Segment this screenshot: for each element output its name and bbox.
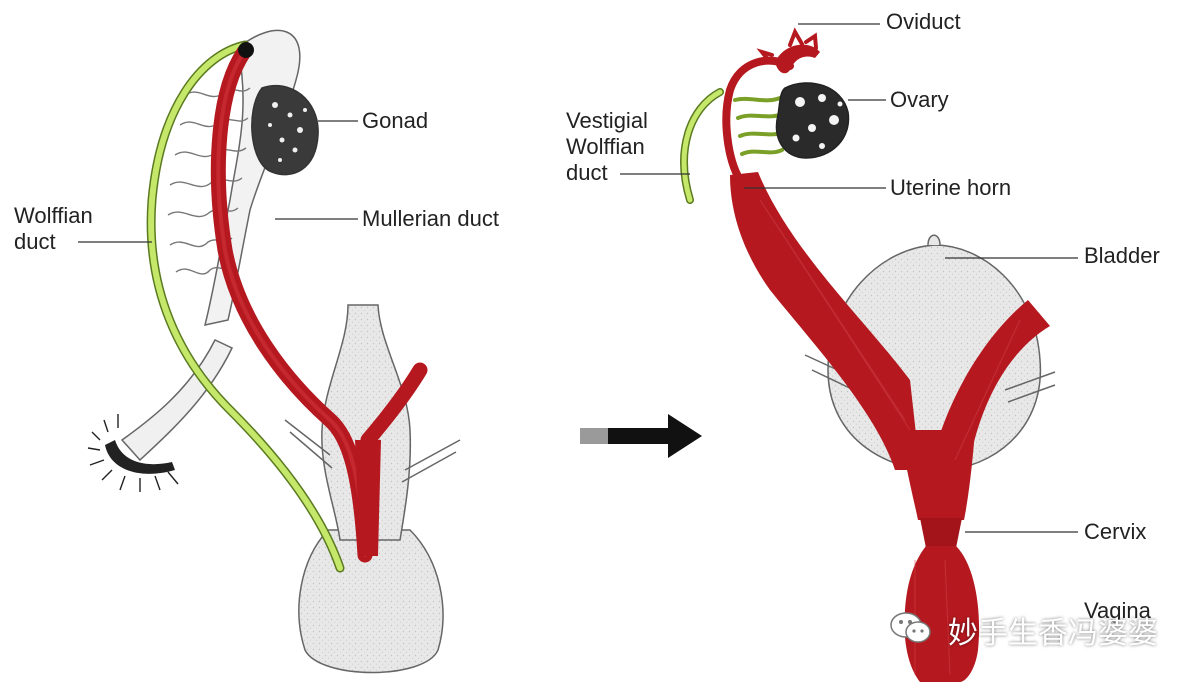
cervix — [920, 518, 962, 548]
wolffian-duct-label-line-2: duct — [14, 229, 56, 254]
sinus-upper-part — [321, 304, 412, 541]
wolffian-duct-label-line-1: Wolffian — [14, 203, 93, 228]
leader-lines — [78, 23, 1078, 533]
mullerian-duct-label: Mullerian duct — [362, 206, 499, 231]
vestigial-wolffian-label-line-1: Vestigial — [566, 108, 648, 133]
uterus-striation — [759, 199, 1021, 676]
vestigial-wolffian-label-line-3: duct — [566, 160, 608, 185]
bladder-label: Bladder — [1084, 243, 1160, 268]
metanephros-stalk — [120, 339, 234, 462]
right-arrow-icon — [580, 414, 702, 458]
mullerian-ostium — [238, 42, 254, 58]
female-stage-diagram — [680, 27, 1056, 682]
ureter-lines — [284, 419, 461, 483]
watermark-text: 妙手生香冯婆婆 — [948, 616, 1158, 651]
uterine-body — [900, 430, 975, 520]
gonad-texture — [268, 102, 307, 162]
uterine-horn-label: Uterine horn — [890, 175, 1012, 200]
fimbriated-end — [87, 414, 179, 492]
wolffian-duct-label: Wolffian duct — [14, 203, 93, 255]
vestigial-wolffian-label-line-2: Wolffian — [566, 134, 645, 159]
vestigial-wolffian-duct-label: Vestigial Wolffian duct — [566, 108, 648, 186]
cervix-label: Cervix — [1084, 519, 1147, 544]
ovary-label: Ovary — [890, 87, 949, 112]
mullerian-duct-right-branch — [360, 362, 428, 448]
vagina-label: Vagina — [1084, 598, 1151, 623]
uterine-horn-left — [730, 172, 920, 470]
oviduct — [722, 56, 794, 184]
gonad-label: Gonad — [362, 108, 429, 133]
gonad — [251, 84, 319, 176]
indifferent-stage-diagram — [87, 29, 461, 674]
ovary-texture — [792, 94, 843, 149]
wechat-icon — [890, 612, 931, 643]
oviduct-label: Oviduct — [886, 9, 961, 34]
vagina — [904, 546, 980, 682]
mullerian-fused-trunk — [355, 440, 381, 556]
ureter-lines-female — [804, 354, 1056, 403]
